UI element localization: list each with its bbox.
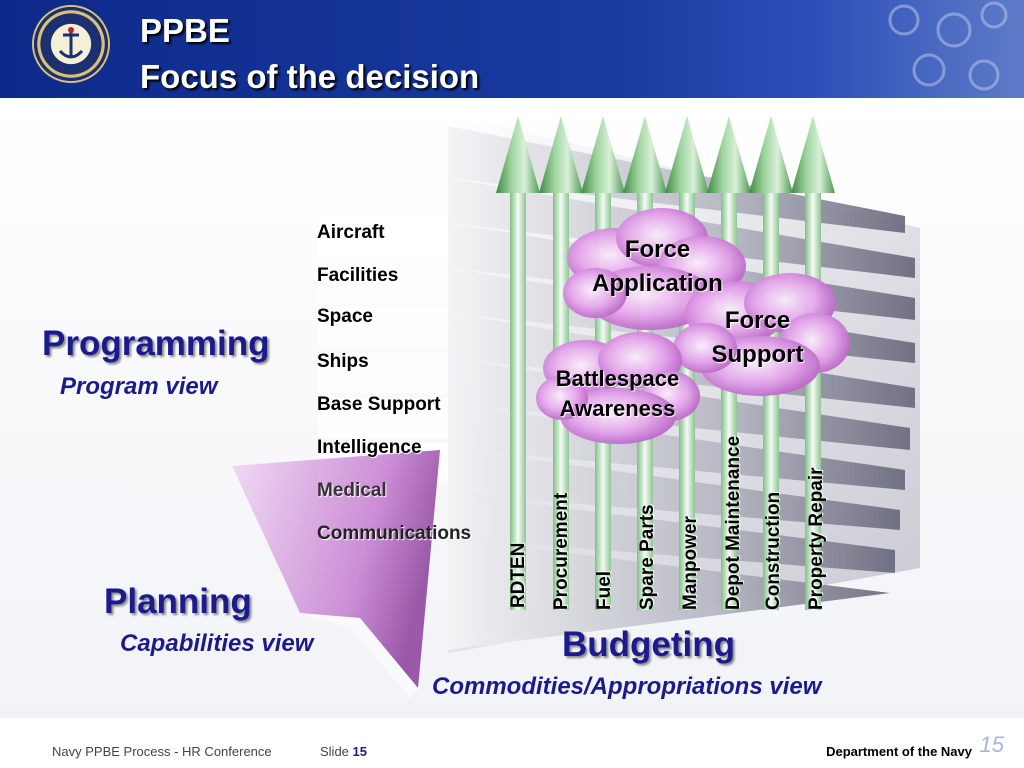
cloud-force-support (673, 273, 850, 396)
slide-title: PPBE (140, 12, 230, 49)
column-label-fuel: Fuel (594, 570, 615, 610)
footer-organization: Department of the Navy (826, 744, 972, 759)
cloud-battlespace-awareness (536, 332, 700, 444)
header-bar: PPBE Focus of the decision (0, 0, 1024, 98)
budgeting-heading: Budgeting (562, 625, 736, 664)
row-label-base-support: Base Support (317, 394, 441, 415)
column-label-construction: Construction (763, 491, 784, 610)
column-label-spare-parts: Spare Parts (637, 504, 658, 610)
cloud-force-application (563, 208, 746, 330)
column-label-procurement: Procurement (551, 492, 572, 610)
cloud-label-force-application: Force Application (592, 236, 723, 297)
planning-arrow (232, 450, 440, 688)
footer: Navy PPBE Process - HR Conference Slide … (0, 718, 1024, 768)
footer-slide-word: Slide (320, 744, 349, 759)
cloud-label-force-support: Force Support (711, 307, 804, 368)
programming-subheading: Program view (60, 373, 218, 400)
diagram-graphics (232, 113, 920, 698)
cloud-label-battlespace-awareness: Battlespace Awareness (555, 366, 680, 421)
row-label-aircraft: Aircraft (317, 222, 385, 243)
column-label-manpower: Manpower (680, 516, 701, 610)
header-decoration (888, 1, 1008, 91)
footer-slide-number: 15 (352, 744, 368, 759)
budgeting-subheading: Commodities/Appropriations view (432, 673, 822, 700)
footer-presentation-title: Navy PPBE Process - HR Conference (52, 744, 272, 759)
column-label-depot-maintenance: Depot Maintenance (723, 435, 744, 610)
navy-seal-icon (34, 7, 108, 81)
planning-heading: Planning (104, 582, 252, 621)
programming-heading: Programming (42, 324, 270, 363)
row-label-intelligence: Intelligence (317, 437, 422, 458)
row-label-medical: Medical (317, 480, 387, 501)
row-label-ships: Ships (317, 351, 369, 372)
row-label-facilities: Facilities (317, 265, 399, 286)
column-label-property-repair: Property Repair (806, 467, 827, 610)
column-label-rdten: RDTEN (508, 542, 529, 608)
planning-subheading: Capabilities view (120, 630, 314, 657)
slide-number-corner: 15 (979, 732, 1004, 757)
slide-subtitle: Focus of the decision (140, 58, 480, 95)
main-diagram-area: Aircraft Facilities Space Ships Base Sup… (0, 98, 1024, 718)
row-label-space: Space (317, 306, 373, 327)
row-label-communications: Communications (317, 523, 472, 544)
footer-slide-label: Slide 15 (320, 744, 367, 759)
